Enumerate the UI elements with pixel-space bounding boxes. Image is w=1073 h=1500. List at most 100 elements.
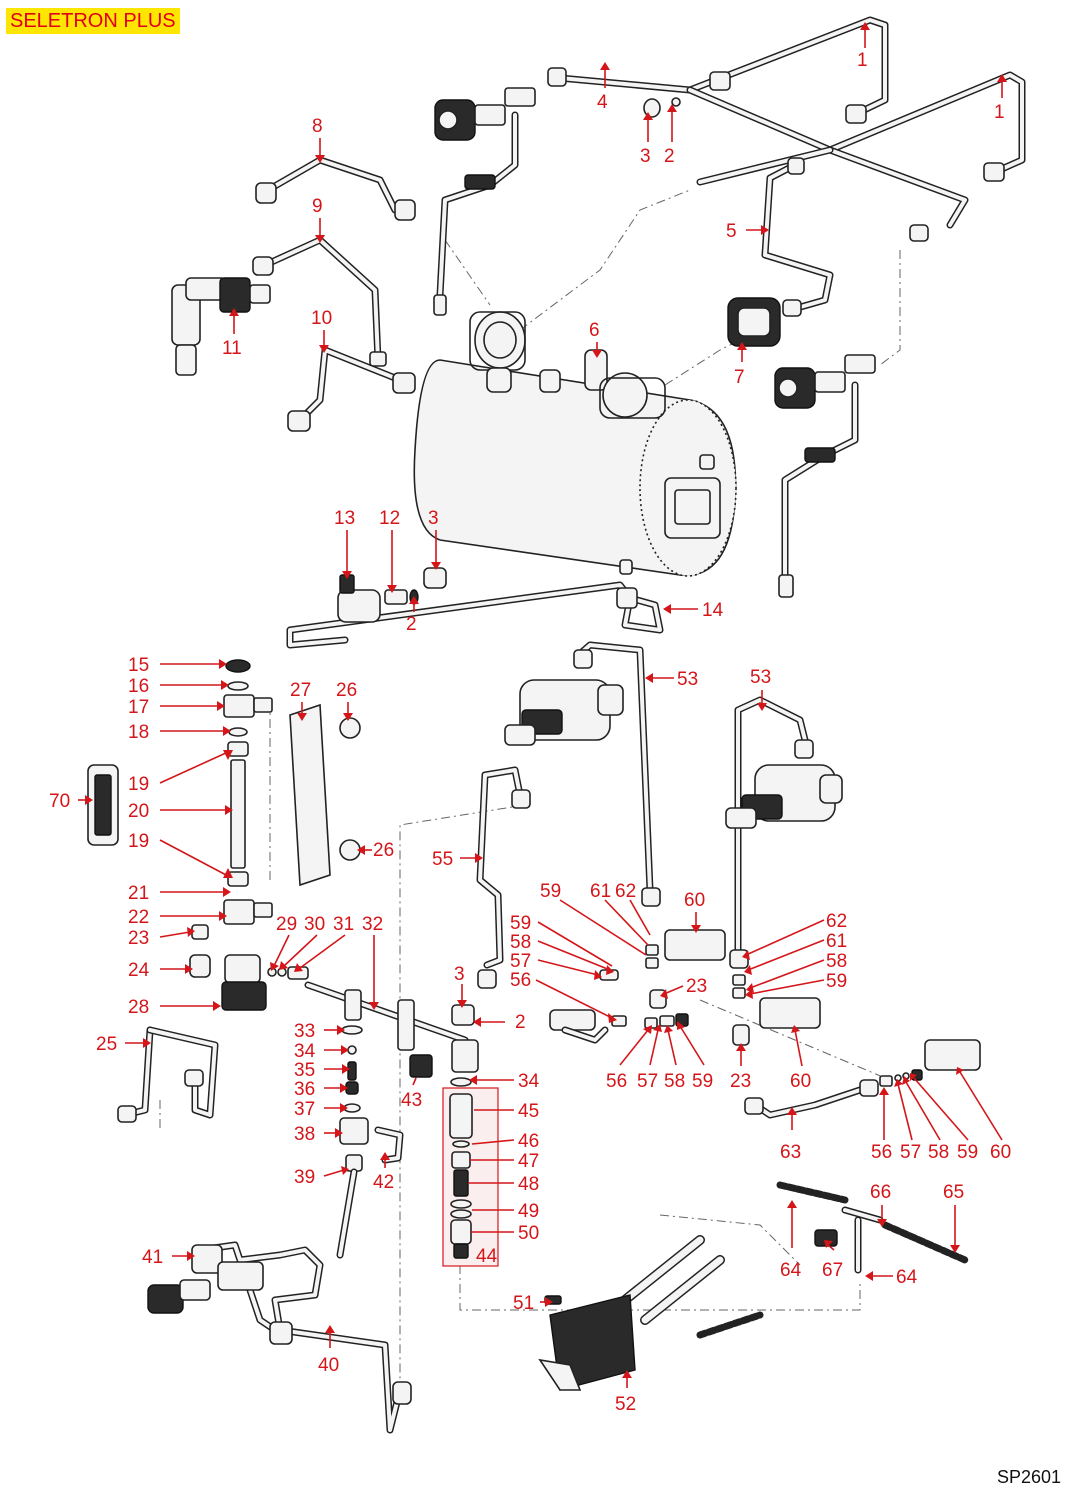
- callout-58a: 58: [510, 932, 614, 975]
- callout-45: 45: [474, 1101, 539, 1122]
- callout-2c: 2: [473, 1012, 526, 1033]
- callout-label: 38: [294, 1124, 315, 1145]
- callouts: 1 1 2 2 2 3 3 3: [49, 22, 1011, 1415]
- callout-label: 2: [406, 614, 417, 635]
- callout-label: 19: [128, 831, 149, 852]
- nozzle-stack: [442, 1077, 499, 1267]
- callout-48: 48: [468, 1174, 539, 1195]
- steam-valve: [147, 1241, 412, 1434]
- callout-label: 58: [510, 932, 531, 953]
- callout-label: 64: [896, 1267, 918, 1288]
- callout-62b: 62: [742, 911, 847, 960]
- callout-27: 27: [290, 680, 311, 721]
- callout-label: 39: [294, 1167, 315, 1188]
- upper-pipe-assembly: [547, 16, 1026, 317]
- callout-14: 14: [663, 600, 724, 621]
- callout-label: 46: [518, 1131, 539, 1152]
- callout-11: 11: [222, 308, 242, 359]
- callout-label: 7: [734, 367, 745, 388]
- callout-61b: 61: [744, 931, 847, 975]
- callout-55: 55: [432, 849, 483, 870]
- callout-63: 63: [780, 1107, 801, 1163]
- pump-assembly: [476, 641, 843, 989]
- callout-label: 63: [780, 1142, 801, 1163]
- solenoid-valve-row: [117, 924, 469, 1123]
- callout-5: 5: [726, 221, 769, 242]
- callout-label: 12: [379, 508, 400, 529]
- callout-13: 13: [334, 508, 355, 579]
- sight-glass-assembly: [87, 659, 361, 925]
- callout-label: 3: [640, 146, 651, 167]
- callout-49: 49: [472, 1201, 539, 1222]
- callout-label: 3: [428, 508, 439, 529]
- callout-17: 17: [128, 697, 225, 718]
- callout-label: 56: [871, 1142, 892, 1163]
- callout-label: 42: [373, 1172, 394, 1193]
- callout-label: 59: [826, 971, 847, 992]
- callout-60b: 60: [790, 1025, 811, 1092]
- callout-64b: 64: [865, 1267, 918, 1288]
- callout-label: 19: [128, 774, 149, 795]
- callout-label: 57: [510, 951, 531, 972]
- callout-28: 28: [128, 997, 221, 1018]
- callout-15: 15: [128, 655, 227, 676]
- pressure-gauge: [727, 297, 781, 347]
- callout-label: 59: [957, 1142, 978, 1163]
- callout-label: 51: [513, 1293, 534, 1314]
- callout-label: 16: [128, 676, 149, 697]
- callout-label: 1: [857, 50, 868, 71]
- callout-label: 45: [518, 1101, 539, 1122]
- callout-66: 66: [870, 1182, 891, 1227]
- callout-label: 59: [692, 1071, 713, 1092]
- callout-label: 48: [518, 1174, 539, 1195]
- callout-label: 28: [128, 997, 149, 1018]
- callout-label: 26: [373, 840, 394, 861]
- callout-61a: 61: [590, 881, 649, 946]
- callout-label: 1: [994, 102, 1005, 123]
- callout-40: 40: [318, 1325, 339, 1376]
- callout-41: 41: [142, 1247, 195, 1268]
- callout-59e: 59: [910, 1073, 978, 1163]
- callout-50: 50: [471, 1223, 539, 1244]
- callout-19a: 19: [128, 750, 233, 795]
- callout-label: 27: [290, 680, 311, 701]
- callout-label: 22: [128, 907, 149, 928]
- callout-36: 36: [294, 1079, 348, 1100]
- callout-label: 20: [128, 801, 149, 822]
- callout-label: 56: [606, 1071, 627, 1092]
- callout-57a: 57: [510, 951, 602, 980]
- valve-stack: [336, 1004, 479, 1259]
- block-fittings: [549, 929, 981, 1119]
- callout-8: 8: [312, 116, 325, 163]
- callout-label: 61: [590, 881, 611, 902]
- callout-1b: 1: [994, 74, 1007, 123]
- page-title: SELETRON PLUS: [6, 8, 180, 34]
- callout-label: 58: [664, 1071, 685, 1092]
- callout-label: 31: [333, 914, 354, 935]
- callout-label: 17: [128, 697, 149, 718]
- callout-label: 21: [128, 883, 149, 904]
- callout-23a: 23: [128, 927, 195, 949]
- callout-57c: 57: [894, 1079, 921, 1163]
- callout-43: 43: [401, 1077, 422, 1111]
- callout-52: 52: [615, 1370, 636, 1415]
- callout-62a: 62: [615, 881, 651, 936]
- callout-56c: 56: [871, 1087, 892, 1163]
- callout-label: 58: [826, 951, 847, 972]
- callout-label: 10: [311, 308, 332, 329]
- callout-60c: 60: [956, 1067, 1011, 1163]
- callout-44: 44: [476, 1246, 498, 1267]
- callout-10: 10: [311, 308, 332, 353]
- callout-22: 22: [128, 907, 227, 928]
- callout-59b: 59: [540, 881, 647, 956]
- callout-2a: 2: [664, 104, 677, 167]
- callout-label: 33: [294, 1021, 315, 1042]
- callout-label: 44: [476, 1246, 498, 1267]
- callout-label: 36: [294, 1079, 315, 1100]
- callout-label: 6: [589, 320, 600, 341]
- callout-label: 34: [294, 1041, 316, 1062]
- callout-label: 61: [826, 931, 847, 952]
- callout-label: 13: [334, 508, 355, 529]
- callout-3a: 3: [640, 112, 653, 167]
- callout-16: 16: [128, 676, 229, 697]
